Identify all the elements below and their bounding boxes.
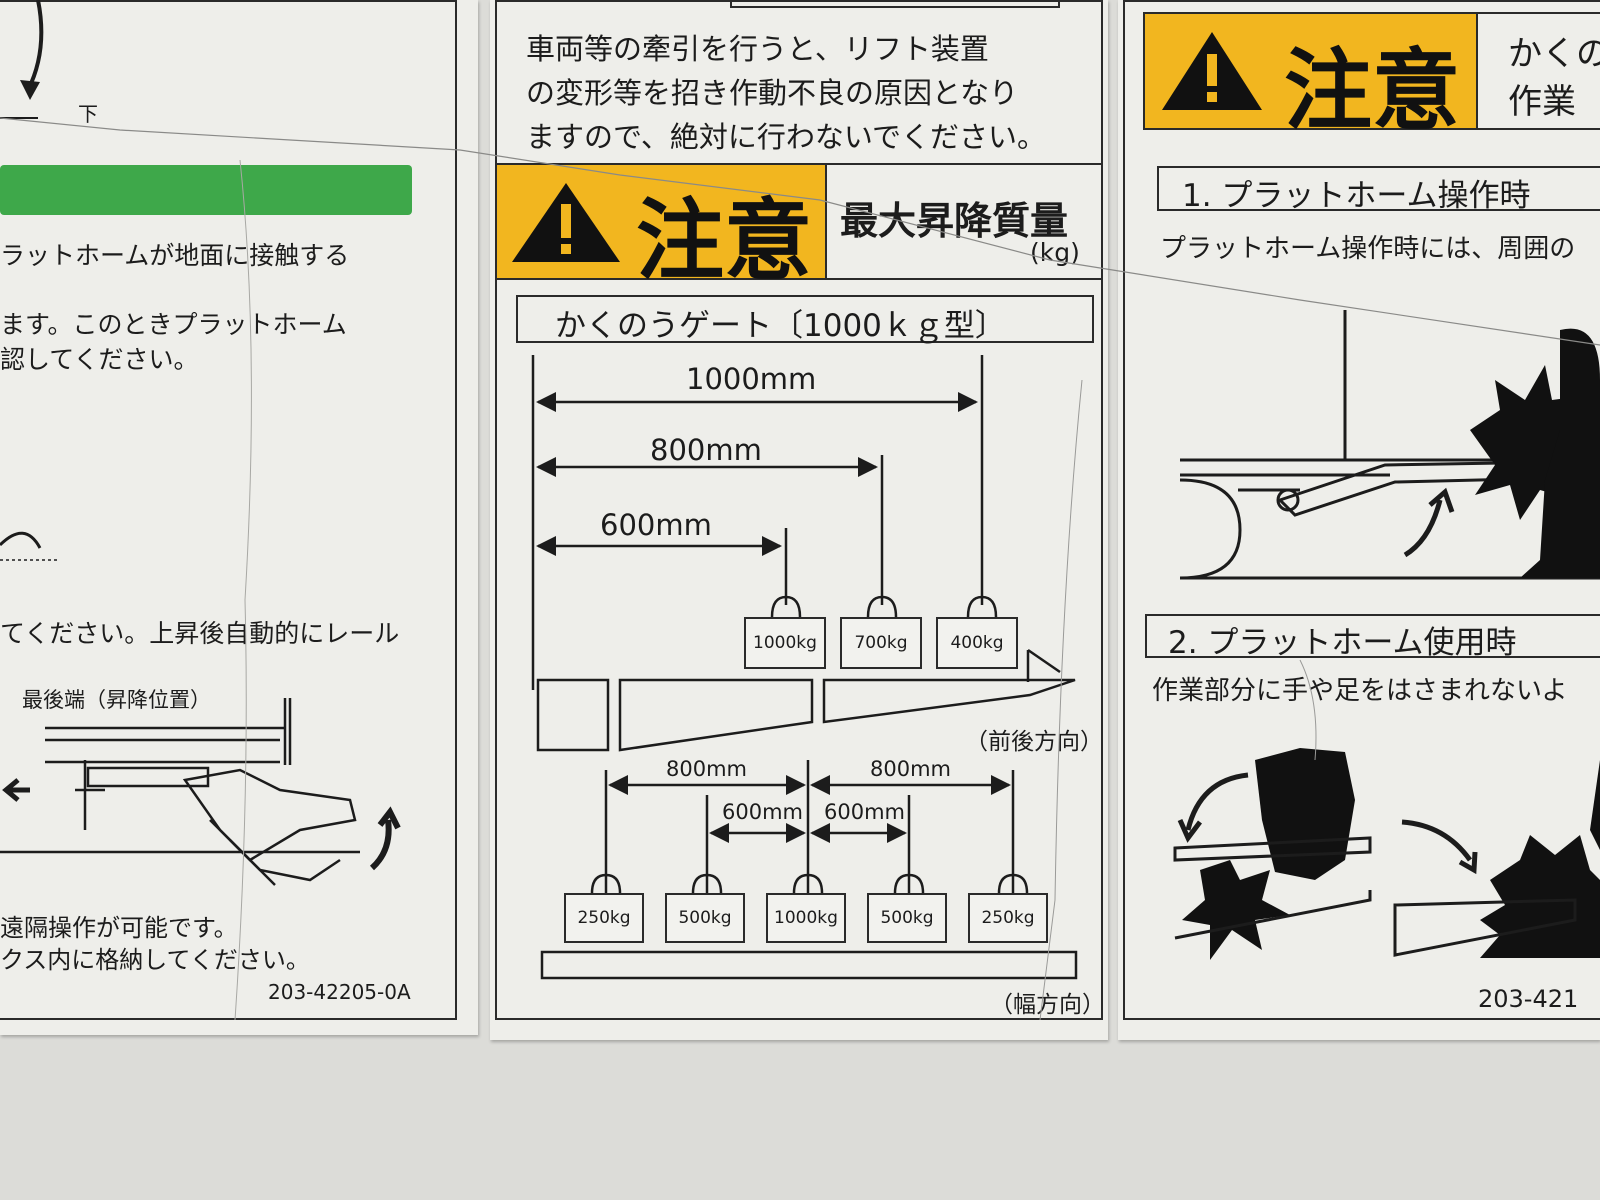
foot-rotation-arrow-icon: [1401, 819, 1478, 875]
warning-triangle-icon: [512, 183, 620, 262]
right-header-line-1: かくの: [1508, 34, 1600, 74]
right-sticker-border: [1123, 0, 1600, 1020]
width-direction: （幅方向）: [990, 992, 1105, 1018]
weight-1000kg: 1000kg: [744, 617, 826, 669]
section2-box: [1145, 614, 1600, 658]
curved-up-arrow-icon: [369, 806, 401, 871]
right-header-line-2: 作業: [1508, 82, 1576, 122]
width-dim-600-right: 600mm: [824, 800, 905, 824]
foot-pinch-illustration: [1393, 760, 1600, 958]
front-back-diagram: [531, 355, 1076, 752]
right-warning-triangle-icon: [1162, 32, 1262, 110]
curved-arrow-fragment: [26, 0, 44, 91]
person-leg-silhouette: [1520, 328, 1600, 578]
dim-1000mm: 1000mm: [686, 362, 817, 396]
green-bar: [0, 165, 412, 215]
left-text-line-5: 遠隔操作が可能です。: [0, 914, 238, 942]
warning-line-2: の変形等を招き作動不良の原因となり: [526, 76, 1019, 110]
width-dim-600-left: 600mm: [722, 800, 803, 824]
right-part-number: 203-421: [1478, 985, 1579, 1013]
weight-500kg-right: 500kg: [867, 893, 947, 943]
warning-line-1: 車両等の牽引を行うと、リフト装置: [526, 32, 989, 66]
left-part-number: 203-42205-0A: [268, 980, 411, 1004]
ground-arc: [0, 531, 42, 549]
front-back-direction: （前後方向）: [965, 729, 1103, 755]
section1-title: 1. プラットホーム操作時: [1182, 178, 1531, 214]
right-caution-word: 注意: [1284, 39, 1461, 142]
top-divider: [730, 0, 1060, 8]
warning-line-3: ますので、絶対に行わないでください。: [526, 120, 1046, 154]
section1-box: [1157, 166, 1600, 211]
chart-title: 最大昇降質量: [840, 199, 1069, 243]
subtitle-box: [516, 295, 1094, 343]
width-diagram: [540, 760, 1078, 980]
left-sticker-border: [0, 0, 457, 1020]
weight-500kg-left: 500kg: [665, 893, 745, 943]
hand-rotation-arrow-icon: [1177, 772, 1249, 843]
sticker-crack-lines: [0, 117, 1600, 346]
weight-250kg-right: 250kg: [968, 893, 1048, 943]
section2-text: 作業部分に手や足をはさまれないよ: [1152, 676, 1568, 706]
lift-mechanism-sketch: [0, 698, 360, 886]
left-text-line-4: てください。上昇後自動的にレール: [0, 619, 400, 648]
center-sticker-border: [495, 0, 1103, 1020]
weight-700kg: 700kg: [840, 617, 922, 669]
gate-subtitle: かくのうゲート〔1000ｋｇ型〕: [555, 308, 1006, 344]
left-text-line-1: ラットホームが地面に接触する: [0, 241, 350, 270]
section1-text: プラットホーム操作時には、周囲の: [1160, 234, 1576, 264]
left-text-line-3: 認してください。: [0, 345, 199, 374]
weight-400kg: 400kg: [936, 617, 1018, 669]
left-text-line-2: ます。このときプラットホーム: [0, 310, 347, 339]
chart-unit: (kg): [1030, 238, 1080, 267]
weight-250kg-left: 250kg: [564, 893, 644, 943]
section2-title: 2. プラットホーム使用時: [1168, 625, 1517, 661]
caution-word: 注意: [636, 189, 813, 292]
hand-pinch-illustration: [1173, 748, 1372, 960]
arrow-label: 下: [78, 102, 98, 126]
left-arrow-icon: [2, 778, 30, 802]
right-curved-arrow-icon: [1403, 487, 1455, 558]
weight-1000kg-center: 1000kg: [766, 893, 846, 943]
position-label: 最後端（昇降位置）: [22, 688, 211, 712]
left-text-line-6: クス内に格納してください。: [0, 946, 310, 974]
